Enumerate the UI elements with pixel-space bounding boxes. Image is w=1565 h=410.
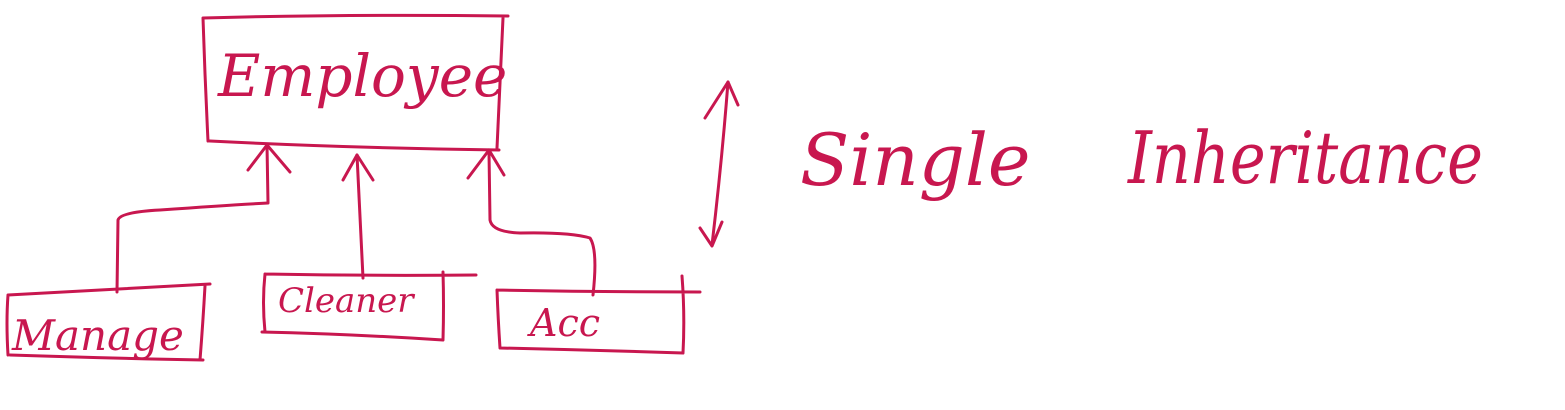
manage-class-label: Manage [11, 311, 184, 360]
title-word-single: Single [800, 118, 1030, 202]
cleaner-class-label: Cleaner [278, 281, 415, 321]
title-word-inheritance: Inheritance [1126, 116, 1483, 200]
double-headed-arrow [698, 80, 740, 248]
employee-class-label: Employee [217, 42, 507, 110]
inheritance-arrow-acc [466, 148, 597, 297]
inheritance-arrow-manage [115, 143, 292, 294]
acc-class-box: Acc [495, 274, 702, 355]
manage-class-box: Manage [5, 282, 212, 362]
employee-class-box: Employee [201, 13, 510, 152]
cleaner-class-box: Cleaner [260, 270, 478, 342]
inheritance-arrow-cleaner [341, 153, 375, 280]
acc-class-label: Acc [527, 301, 600, 345]
